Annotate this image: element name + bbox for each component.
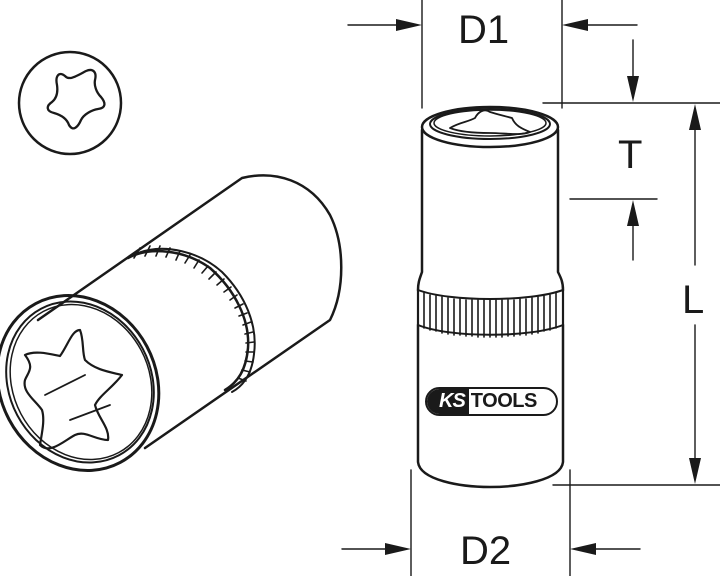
dimension-label-l: L: [682, 278, 705, 322]
dimension-arrowheads: [385, 19, 701, 555]
torx-symbol-icon: [17, 50, 123, 156]
dimension-lines: [341, 0, 720, 576]
brand-logo-ks: KS: [427, 389, 469, 414]
brand-logo-tools: TOOLS: [470, 390, 538, 412]
dimension-label-d1: D1: [458, 8, 510, 52]
socket-isometric-view: [0, 174, 343, 472]
brand-logo: KS TOOLS: [425, 387, 558, 416]
socket-side-view: [416, 105, 565, 489]
dimension-label-t: T: [618, 133, 643, 177]
dimension-label-d2: D2: [460, 529, 512, 573]
